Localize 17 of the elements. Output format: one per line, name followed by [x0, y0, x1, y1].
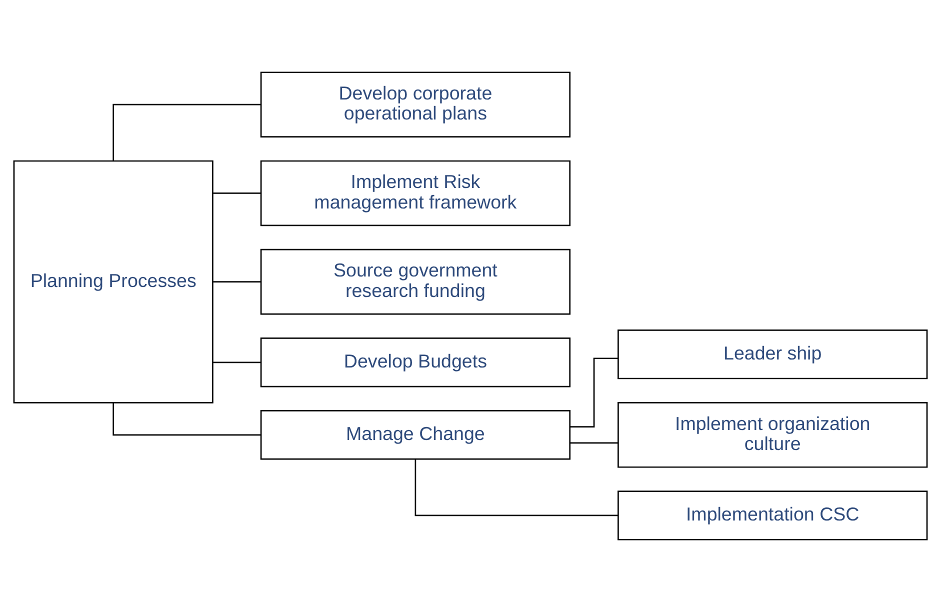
node-box: Source government research funding: [260, 248, 571, 314]
connector: [213, 280, 261, 282]
node-box: Develop corporate operational plans: [260, 71, 571, 137]
connector: [570, 357, 618, 428]
node-box: Leader ship: [618, 329, 928, 379]
connector: [213, 192, 261, 194]
node-box: Manage Change: [260, 410, 571, 460]
node-box: Implement organization culture: [618, 402, 928, 468]
connector: [112, 402, 261, 436]
node-box: Implementation CSC: [618, 490, 928, 540]
connector: [570, 442, 618, 444]
node-box: Planning Processes: [13, 160, 214, 403]
connector: [213, 361, 261, 363]
connector: [112, 103, 261, 160]
node-box: Develop Budgets: [260, 337, 571, 387]
node-box: Implement Risk management framework: [260, 160, 571, 226]
connector: [414, 458, 618, 516]
